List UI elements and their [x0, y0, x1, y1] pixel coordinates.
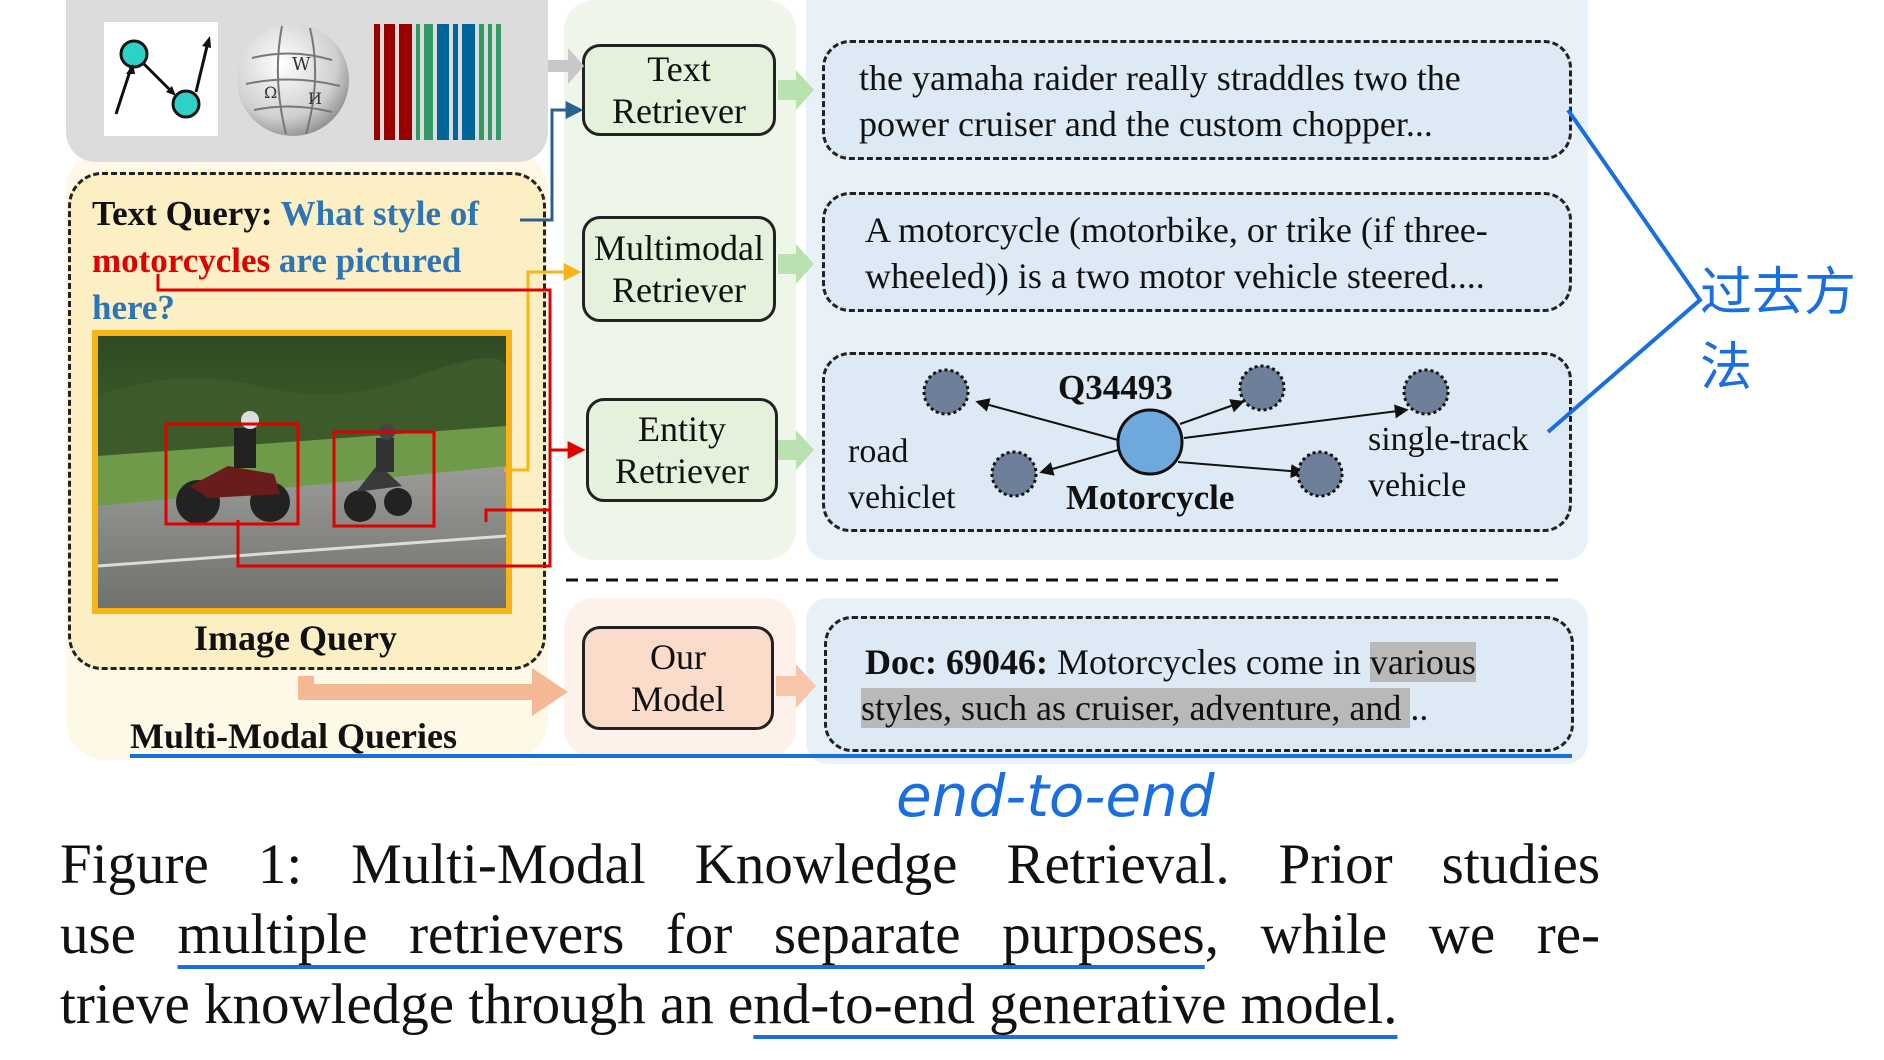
entity-left-label-line1: road [848, 433, 909, 470]
caption-line-3: trieve knowledge through an end-to-end g… [60, 970, 1600, 1040]
text-query-highlight: motorcycles [92, 241, 271, 280]
entity-node-center [1116, 408, 1184, 476]
entity-right-label-line1: single-track [1368, 421, 1529, 458]
graph-icon [104, 22, 218, 136]
multimodal-retriever-line1: Multimodal [594, 228, 764, 268]
wikidata-barcode-icon [372, 24, 512, 140]
entity-node-3 [1238, 364, 1286, 412]
multimodal-result-line2: wheeled)) is a two motor vehicle steered… [865, 256, 1485, 296]
entity-result-arrow [778, 430, 814, 470]
caption-line-2: use multiple retrievers for separate pur… [60, 900, 1600, 970]
svg-text:W: W [292, 54, 311, 75]
end-to-end-note: end-to-end [896, 762, 1215, 830]
our-model-result-arrow [776, 664, 816, 708]
text-query-part3: here? [92, 288, 175, 327]
multimodal-result-box: A motorcycle (motorbike, or trike (if th… [822, 192, 1572, 312]
doc-label: Doc: 69046: [865, 642, 1048, 682]
svg-text:Ω: Ω [264, 83, 277, 102]
caption-line-2-pre: use [60, 903, 178, 966]
doc-result-box: Doc: 69046: Motorcycles come in various … [824, 616, 1574, 752]
sources-arrow [548, 48, 584, 84]
entity-link-top [156, 274, 552, 568]
entity-node-4 [1402, 368, 1450, 416]
entity-center-label: Motorcycle [1066, 478, 1235, 517]
query-to-model-arrow [298, 668, 568, 716]
multimodal-result-line1: A motorcycle (motorbike, or trike (if th… [865, 210, 1488, 250]
entity-right-label-line2: vehicle [1368, 467, 1467, 504]
entity-retriever-line1: Entity [638, 409, 726, 449]
caption-line-2-underlined: multiple retrievers for separate purpose… [177, 903, 1205, 966]
multimodal-result-arrow [778, 244, 814, 284]
text-retriever-line1: Text [647, 49, 711, 89]
image-query-link [504, 263, 582, 472]
caption-line-2-post: , while we re- [1204, 903, 1600, 966]
text-result-line1: the yamaha raider really straddles two t… [859, 58, 1461, 98]
image-query-photo [92, 330, 512, 614]
entity-node-1 [922, 368, 970, 416]
text-result-arrow [778, 70, 814, 110]
entity-node-5 [1296, 450, 1344, 498]
entity-link-right [484, 508, 550, 522]
entity-id-label: Q34493 [1058, 368, 1173, 407]
entity-graph [922, 364, 1450, 498]
our-model-line2: Model [631, 679, 725, 719]
multi-modal-queries-label: Multi-Modal Queries [130, 716, 457, 756]
text-retriever-line2: Retriever [612, 91, 746, 131]
caption-line-3-pre: trieve knowledge through an e [60, 973, 754, 1036]
entity-retriever-line2: Retriever [615, 451, 749, 491]
doc-highlight-2: styles, such as cruiser, adventure, and [861, 688, 1411, 728]
text-query-link [520, 101, 584, 222]
caption-line-3-underlined: nd-to-end generative model. [753, 973, 1398, 1036]
text-result-line2: power cruiser and the custom chopper... [859, 104, 1433, 144]
figure-caption: Figure 1: Multi-Modal Knowledge Retrieva… [60, 830, 1600, 1040]
image-query-label: Image Query [194, 618, 397, 658]
entity-node-2 [990, 450, 1038, 498]
entity-left-label-line2: vehiclet [848, 479, 956, 516]
doc-highlight-1: various [1369, 642, 1476, 682]
bracket-annotation [1546, 108, 1703, 434]
text-query: Text Query: What style of motorcycles ar… [92, 190, 542, 331]
svg-text:И: И [308, 89, 322, 108]
text-query-part2: are pictured [270, 241, 462, 280]
text-query-part1: What style of [272, 194, 479, 233]
wikipedia-globe-icon: W Ω И [232, 18, 354, 140]
multimodal-retriever-line2: Retriever [612, 270, 746, 310]
doc-text1: Motorcycles come in [1047, 642, 1370, 682]
our-model-line1: Our [650, 637, 706, 677]
doc-tail: .. [1410, 688, 1429, 728]
bracket-note: 过去方法 [1700, 263, 1857, 398]
text-result-box: the yamaha raider really straddles two t… [822, 40, 1572, 160]
caption-line-1: Figure 1: Multi-Modal Knowledge Retrieva… [60, 833, 1600, 896]
text-query-label: Text Query: [92, 194, 273, 233]
